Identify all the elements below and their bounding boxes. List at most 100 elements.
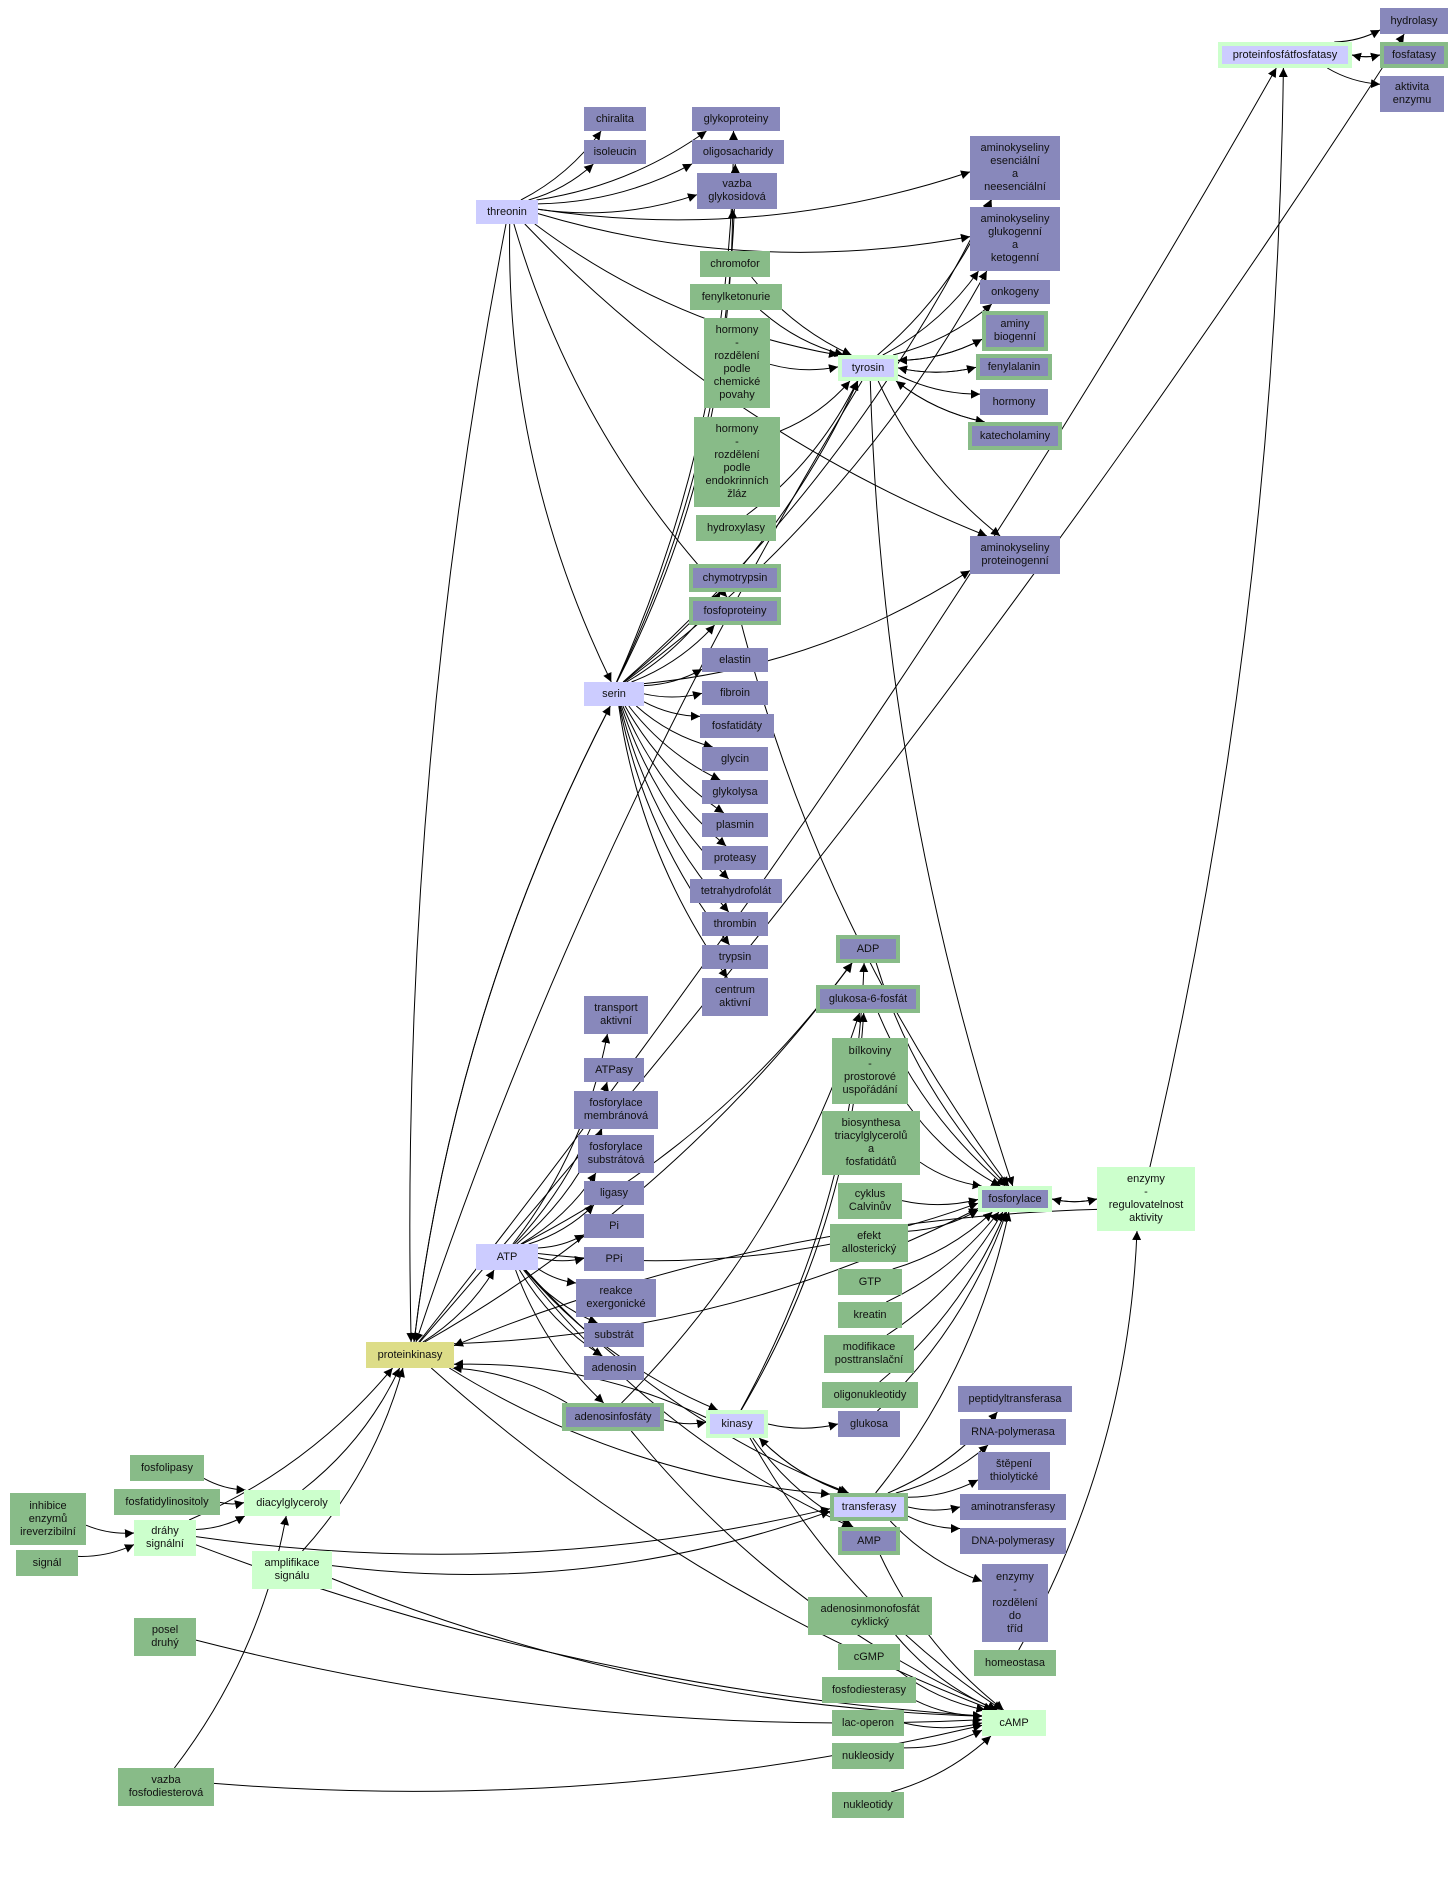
node-modifikace: modifikace posttranslační	[824, 1335, 914, 1373]
node-fibroin: fibroin	[702, 681, 768, 705]
node-hydroxylasy: hydroxylasy	[696, 515, 776, 541]
node-glukosa-6-fosfat: glukosa-6-fosfát	[816, 985, 920, 1013]
node-vazba-fosfodiesterova: vazba fosfodiesterová	[118, 1768, 214, 1806]
node-fosfoproteiny: fosfoproteiny	[689, 597, 781, 625]
edge-threonin-to-aminokyseliny_esencialni	[537, 170, 971, 221]
node-stepeni-thiolyticke: štěpení thiolytické	[978, 1452, 1050, 1490]
edge-hormony_chemicke-to-tyrosin	[769, 363, 839, 374]
node-fosfatidaty: fosfatidáty	[700, 714, 774, 738]
node-fosfolipasy: fosfolipasy	[130, 1455, 204, 1481]
node-chromofor: chromofor	[700, 251, 770, 277]
node-tyrosin: tyrosin	[838, 355, 898, 381]
node-glykoproteiny: glykoproteiny	[692, 107, 780, 131]
node-adp: ADP	[836, 935, 900, 963]
edge-proteinkinasy-to-transferasy	[449, 1367, 831, 1498]
node-adenosinfosfaty: adenosinfosfáty	[562, 1403, 664, 1431]
edge-proteinkinasy-to-adp	[424, 962, 853, 1343]
node-elastin: elastin	[702, 648, 768, 672]
node-proteasy: proteasy	[702, 846, 768, 870]
edge-proteinkinasy-to-camp	[430, 1367, 993, 1711]
node-gtp: GTP	[838, 1269, 902, 1295]
edge-serin-to-glycin	[635, 705, 713, 750]
edge-fosfatidylinositoly-to-diacylglyceroly	[219, 1500, 245, 1510]
node-fenylalanin: fenylalanin	[976, 354, 1052, 380]
node-vazba-glykosidova: vazba glykosidová	[697, 173, 777, 209]
edge-adenosinfosfaty-to-kinasy	[663, 1419, 707, 1429]
node-fosfatidylinositoly: fosfatidylinositoly	[114, 1489, 220, 1515]
edge-kinasy-to-camp	[749, 1437, 1003, 1711]
node-aminokyseliny-glukogenni: aminokyseliny glukogenní a ketogenní	[970, 207, 1060, 271]
edge-inhibice_enzymu-to-drahy_signalni	[85, 1524, 135, 1539]
node-glycin: glycin	[702, 747, 768, 771]
edge-aminy_biogenni-to-tyrosin	[897, 338, 983, 365]
node-trypsin: trypsin	[702, 945, 768, 969]
edge-threonin-to-serin	[509, 223, 612, 683]
edge-threonin-to-tyrosin	[534, 223, 839, 358]
edge-tyrosin-to-aminokyseliny_glukogenni	[882, 270, 979, 356]
node-signal: signál	[16, 1550, 78, 1576]
node-lac-operon: lac-operon	[832, 1710, 904, 1736]
edge-threonin-to-oligosacharidy	[537, 163, 693, 205]
edge-fosfoproteiny-to-fosforylace	[741, 624, 1010, 1187]
node-bilkoviny: bílkoviny - prostorové uspořádání	[832, 1038, 908, 1104]
node-tetrahydrofolat: tetrahydrofolát	[690, 879, 782, 903]
node-transport-aktivni: transport aktivní	[584, 996, 648, 1034]
edge-kinasy-to-glukosa	[767, 1421, 839, 1431]
edge-tyrosin-to-hormony	[897, 374, 981, 399]
edge-tyrosin-to-katecholaminy	[895, 380, 985, 425]
node-enzymy-regulovatelnost: enzymy - regulovatelnost aktivity	[1097, 1167, 1195, 1231]
edge-transferasy-to-stepeni_thiolyticke	[907, 1479, 979, 1498]
edge-serin-to-glykolysa	[628, 705, 721, 781]
edge-serin-to-fosfatidaty	[643, 701, 701, 721]
node-aminy-biogenni: aminy biogenní	[982, 311, 1048, 351]
edge-serin-to-fibroin	[643, 691, 703, 700]
edge-threonin-to-vazba_glykosidova	[537, 193, 698, 214]
edge-enzymy_regulovatelnost-to-fosforylace	[1051, 1196, 1098, 1206]
edge-bilkoviny-to-fosforylace	[906, 1103, 1001, 1187]
node-hydrolasy: hydrolasy	[1380, 8, 1448, 34]
edge-biosynthesa-to-fosforylace	[919, 1161, 982, 1190]
node-fosfodiesterasy: fosfodiesterasy	[822, 1677, 916, 1703]
edge-proteinkinasy-to-atp	[422, 1269, 495, 1343]
edge-atp-to-ppi	[537, 1255, 585, 1265]
edge-fenylalanin-to-tyrosin	[897, 365, 977, 375]
edge-nukleosidy-to-camp	[903, 1729, 983, 1749]
node-thrombin: thrombin	[702, 912, 768, 936]
edge-amp-to-camp	[879, 1554, 1004, 1711]
node-threonin: threonin	[476, 200, 538, 224]
edge-threonin-to-fosfoproteiny	[513, 223, 728, 598]
node-hormony-endokrinni: hormony - rozdělení podle endokrinních ž…	[694, 417, 780, 507]
node-ligasy: ligasy	[584, 1181, 644, 1205]
edge-threonin-to-glykoproteiny	[536, 130, 707, 201]
edge-adenosinfosfaty-to-camp	[630, 1430, 998, 1711]
edge-amplifikace_signalu-to-transferasy	[331, 1510, 831, 1575]
node-amplifikace-signalu: amplifikace signálu	[252, 1551, 332, 1589]
node-katecholaminy: katecholaminy	[968, 422, 1062, 450]
node-proteinfosfatfosfatasy: proteinfosfátfosfatasy	[1218, 42, 1352, 68]
edge-drahy_signalni-to-diacylglyceroly	[195, 1515, 246, 1530]
edge-serin-to-aminokyseliny_glukogenni	[624, 270, 988, 683]
node-rna-polymerasa: RNA-polymerasa	[960, 1419, 1066, 1445]
node-plasmin: plasmin	[702, 813, 768, 837]
node-glukosa: glukosa	[838, 1411, 900, 1437]
node-fosfatasy: fosfatasy	[1380, 42, 1448, 68]
node-oligosacharidy: oligosacharidy	[692, 140, 784, 164]
node-onkogeny: onkogeny	[980, 280, 1050, 304]
edge-nukleotidy-to-camp	[890, 1735, 992, 1793]
edge-atp-to-amp	[523, 1269, 852, 1528]
edge-drahy_signalni-to-transferasy	[195, 1506, 831, 1555]
edge-transferasy-to-rna_polymerasa	[895, 1444, 989, 1494]
node-drahy-signalni: dráhy signální	[134, 1520, 196, 1556]
edge-modifikace-to-fosforylace	[886, 1211, 1004, 1336]
node-aktivita-enzymu: aktivita enzymu	[1380, 76, 1444, 112]
node-centrum-aktivni: centrum aktivní	[702, 978, 768, 1016]
node-glykolysa: glykolysa	[702, 780, 768, 804]
node-atp: ATP	[476, 1244, 538, 1270]
node-nukleotidy: nukleotidy	[832, 1792, 904, 1818]
edge-atp-to-ligasy	[528, 1204, 595, 1245]
node-oligonukleotidy: oligonukleotidy	[822, 1382, 918, 1408]
edge-atp-to-adp	[521, 962, 853, 1245]
edge-serin-to-aminokyseliny_esencialni	[622, 199, 992, 683]
edge-lac_operon-to-camp	[903, 1720, 983, 1730]
